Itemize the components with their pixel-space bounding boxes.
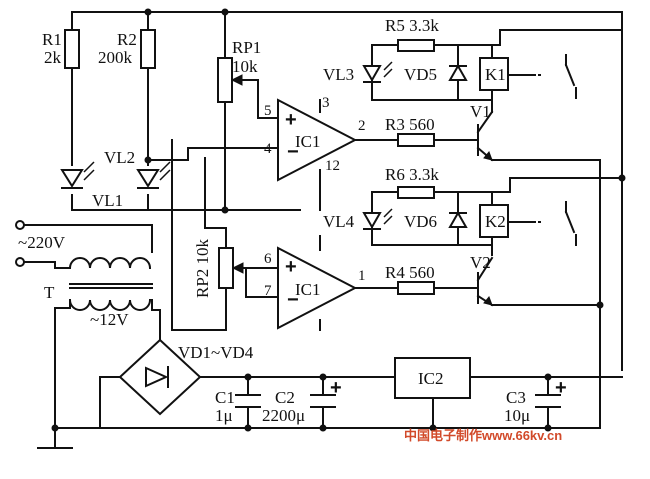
rp2-label: RP2 10k (193, 238, 212, 298)
r4-resistor (397, 281, 435, 295)
c2-capacitor-icon (310, 394, 336, 408)
r2-label: R2 (117, 30, 137, 49)
pin-3: 3 (322, 95, 330, 111)
photo-sensors (60, 161, 171, 189)
r5-resistor (397, 39, 435, 52)
c1-label: C1 (215, 388, 235, 407)
rp2-potentiometer (218, 247, 234, 289)
capacitors (235, 394, 561, 408)
relay2-section (362, 201, 577, 246)
transformer-primary-coil (68, 257, 152, 270)
watermark: 中国电子制作www.66kv.cn (404, 428, 562, 443)
v1-label: V1 (470, 102, 491, 121)
transistors (469, 110, 494, 307)
c2-label: C2 (275, 388, 295, 407)
pin-7: 7 (264, 283, 272, 299)
ic1-lower-plus: + (285, 256, 297, 278)
component-labels: R1 2k R2 200k RP1 10k R5 3.3k VL3 VD5 K1… (18, 16, 530, 425)
resistors (64, 29, 435, 295)
v1-transistor-icon (469, 110, 494, 162)
vl1-led-icon (60, 169, 84, 188)
bridge-rectifier (145, 366, 169, 388)
vl3-led-icon (362, 65, 382, 83)
vd5-diode-icon (448, 63, 468, 81)
r1-label: R1 (42, 30, 62, 49)
relay1-section (362, 54, 577, 99)
rp1-wiper-arrow (230, 74, 243, 86)
rp1-value: 10k (232, 57, 258, 76)
ic1-lower-minus: − (287, 289, 299, 311)
vd6-diode-icon (448, 210, 468, 228)
c2-plus: + (330, 377, 342, 399)
vl3-label: VL3 (323, 65, 354, 84)
ac-input-label: ~220V (18, 233, 66, 252)
rp1-label: RP1 (232, 38, 261, 57)
opamps (277, 98, 358, 330)
junction-dots (51, 8, 626, 432)
vl4-led-icon (362, 212, 382, 230)
rp2-wiper-arrow (231, 262, 244, 274)
ic1-upper-plus: + (285, 109, 297, 131)
k2-label: K2 (485, 212, 506, 231)
ic1-upper-minus: − (287, 141, 299, 163)
pin-5: 5 (264, 103, 272, 119)
pin-numbers: 3 5 4 2 12 6 7 1 (264, 95, 366, 299)
pin-12: 12 (325, 158, 340, 174)
ic2-label: IC2 (418, 369, 444, 388)
r2-value: 200k (98, 48, 133, 67)
bridge-diode-icon (145, 366, 169, 388)
secondary-voltage-label: ~12V (90, 310, 129, 329)
r3-label: R3 560 (385, 115, 435, 134)
r1-value: 2k (44, 48, 62, 67)
polarity-marks: + − + − + + (285, 109, 567, 399)
c1-capacitor-icon (235, 394, 261, 408)
ic1-upper-comparator-icon (277, 98, 358, 182)
pin-2: 2 (358, 118, 366, 134)
c3-value: 10μ (504, 406, 530, 425)
r6-resistor (397, 186, 435, 199)
c3-label: C3 (506, 388, 526, 407)
vd5-label: VD5 (404, 65, 437, 84)
pin-4: 4 (264, 141, 272, 157)
v2-label: V2 (470, 253, 491, 272)
ic1-upper-label: IC1 (295, 132, 321, 151)
wiring (19, 11, 623, 449)
r4-label: R4 560 (385, 263, 435, 282)
transformer-secondary-coil (68, 298, 152, 311)
r2-resistor (140, 29, 156, 69)
ic1-lower-label: IC1 (295, 280, 321, 299)
k1-label: K1 (485, 65, 506, 84)
k2-switch-icon (564, 201, 577, 246)
vl4-label: VL4 (323, 212, 355, 231)
k1-switch-icon (564, 54, 577, 99)
pin-1: 1 (358, 268, 366, 284)
r6-label: R6 3.3k (385, 165, 439, 184)
rp1-potentiometer (217, 57, 233, 103)
ac-terminal-2 (15, 257, 25, 267)
c3-capacitor-icon (535, 394, 561, 408)
c3-plus: + (555, 377, 567, 399)
r3-resistor (397, 133, 435, 147)
transformer-label: T (44, 283, 55, 302)
vl2-led-icon (136, 169, 160, 188)
ic1-lower-comparator-icon (277, 246, 358, 330)
vl1-label: VL1 (92, 191, 123, 210)
ac-terminal-1 (15, 220, 25, 230)
k1-relay-coil (479, 57, 509, 91)
c2-value: 2200μ (262, 406, 305, 425)
c1-value: 1μ (215, 406, 233, 425)
vd6-label: VD6 (404, 212, 437, 231)
v2-transistor-icon (469, 256, 494, 307)
r5-label: R5 3.3k (385, 16, 439, 35)
ic2-regulator (394, 357, 471, 399)
transformer (15, 220, 153, 311)
vl2-label: VL2 (104, 148, 135, 167)
r1-resistor (64, 29, 80, 69)
pin-6: 6 (264, 251, 272, 267)
k2-relay-coil (479, 204, 509, 238)
bridge-label: VD1~VD4 (178, 343, 254, 362)
